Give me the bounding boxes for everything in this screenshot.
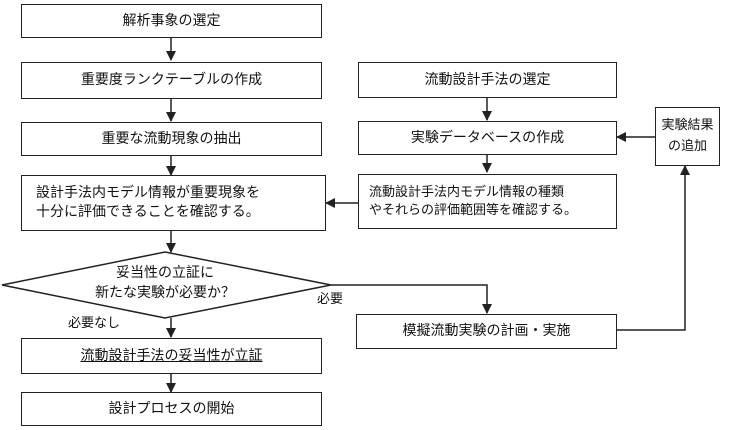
arrow-decision-yes <box>331 284 492 314</box>
decision-text: 妥当性の立証に 新たな実験が必要か？ <box>60 263 270 304</box>
step-select-design-method-label: 流動設計手法の選定 <box>424 71 551 88</box>
step-importance-rank-table-label: 重要度ランクテーブルの作成 <box>80 72 263 89</box>
label-not-needed: 必要なし <box>68 316 121 331</box>
step-extract-phenomena: 重要な流動現象の抽出 <box>21 122 322 156</box>
feedback-add-results-line2: の追加 <box>667 138 707 154</box>
step-extract-phenomena-label: 重要な流動現象の抽出 <box>101 130 242 147</box>
step-start-design-process: 設計プロセスの開始 <box>21 392 322 426</box>
decision-text-line1: 妥当性の立証に <box>116 265 214 281</box>
step-confirm-model-types: 流動設計手法内モデル情報の種類 やそれらの評価範囲等を確認する。 <box>358 174 617 229</box>
arrow-r4-feedback <box>617 165 690 331</box>
decision-text-line2: 新たな実験が必要か？ <box>95 285 235 302</box>
step-confirm-model-types-line1: 流動設計手法内モデル情報の種類 <box>369 184 565 200</box>
step-create-experiment-database: 実験データベースの作成 <box>358 121 617 155</box>
step-confirm-model-info-line1: 設計手法内モデル情報が重要現象を <box>36 185 260 202</box>
step-simulated-flow-experiment-label: 模擬流動実験の計画・実施 <box>402 323 571 340</box>
step-confirm-model-types-line2: やそれらの評価範囲等を確認する。 <box>369 202 578 218</box>
step-confirm-model-info-line2: 十分に評価できることを確認する。 <box>36 204 260 220</box>
step-select-event-label: 解析事象の選定 <box>122 12 221 29</box>
step-select-design-method: 流動設計手法の選定 <box>358 62 617 98</box>
step-select-event: 解析事象の選定 <box>21 4 322 38</box>
step-importance-rank-table: 重要度ランクテーブルの作成 <box>21 62 322 99</box>
step-simulated-flow-experiment: 模擬流動実験の計画・実施 <box>356 314 617 349</box>
step-create-experiment-database-label: 実験データベースの作成 <box>410 129 565 146</box>
step-confirm-model-info: 設計手法内モデル情報が重要現象を 十分に評価できることを確認する。 <box>21 175 326 231</box>
label-needed: 必要 <box>317 292 344 307</box>
feedback-add-results-line1: 実験結果 <box>661 118 714 134</box>
decision-diamond <box>1 251 332 319</box>
step-validity-proven: 流動設計手法の妥当性が立証 <box>21 338 322 374</box>
step-validity-proven-label: 流動設計手法の妥当性が立証 <box>80 347 263 364</box>
step-start-design-process-label: 設計プロセスの開始 <box>108 400 235 417</box>
feedback-add-results: 実験結果 の追加 <box>655 107 720 166</box>
